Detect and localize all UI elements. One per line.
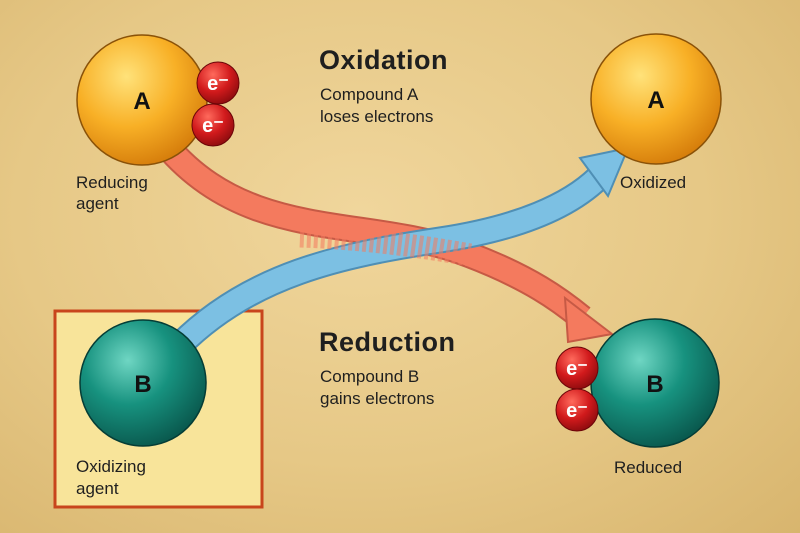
compound-a-reactant: A	[76, 34, 208, 166]
compound-b-letter: B	[134, 371, 151, 398]
oxidizing-agent-label-2: agent	[76, 479, 119, 498]
oxidation-line-1: Compound A	[320, 85, 419, 104]
reducing-agent-label-2: agent	[76, 194, 119, 213]
electron-b-bottom: e⁻	[555, 388, 599, 432]
svg-text:e⁻: e⁻	[566, 358, 588, 380]
reduced-label: Reduced	[614, 458, 683, 477]
compound-a-product: A	[590, 33, 722, 165]
electron-a-bottom: e⁻	[191, 103, 235, 147]
compound-a-letter: A	[133, 88, 150, 115]
compound-b-product: B	[590, 318, 720, 448]
compound-b-reactant: B	[79, 319, 207, 447]
oxidation-title: Oxidation	[319, 45, 449, 75]
svg-text:e⁻: e⁻	[207, 73, 229, 95]
oxidizing-agent-label-1: Oxidizing	[76, 457, 146, 476]
oxidation-line-2: loses electrons	[320, 107, 434, 126]
electron-b-top: e⁻	[555, 346, 599, 390]
oxidized-label: Oxidized	[620, 173, 687, 192]
svg-text:e⁻: e⁻	[566, 400, 588, 422]
reduction-title: Reduction	[319, 327, 456, 357]
compound-b-product-letter: B	[646, 371, 663, 398]
reduction-line-1: Compound B	[320, 367, 420, 386]
reducing-agent-label-1: Reducing	[76, 173, 148, 192]
reduction-arrow	[170, 146, 630, 355]
arrow-crossing-overlap	[299, 224, 473, 267]
svg-text:e⁻: e⁻	[202, 115, 224, 137]
electron-a-top: e⁻	[196, 61, 240, 105]
compound-a-product-letter: A	[647, 87, 664, 114]
reduction-line-2: gains electrons	[320, 389, 435, 408]
